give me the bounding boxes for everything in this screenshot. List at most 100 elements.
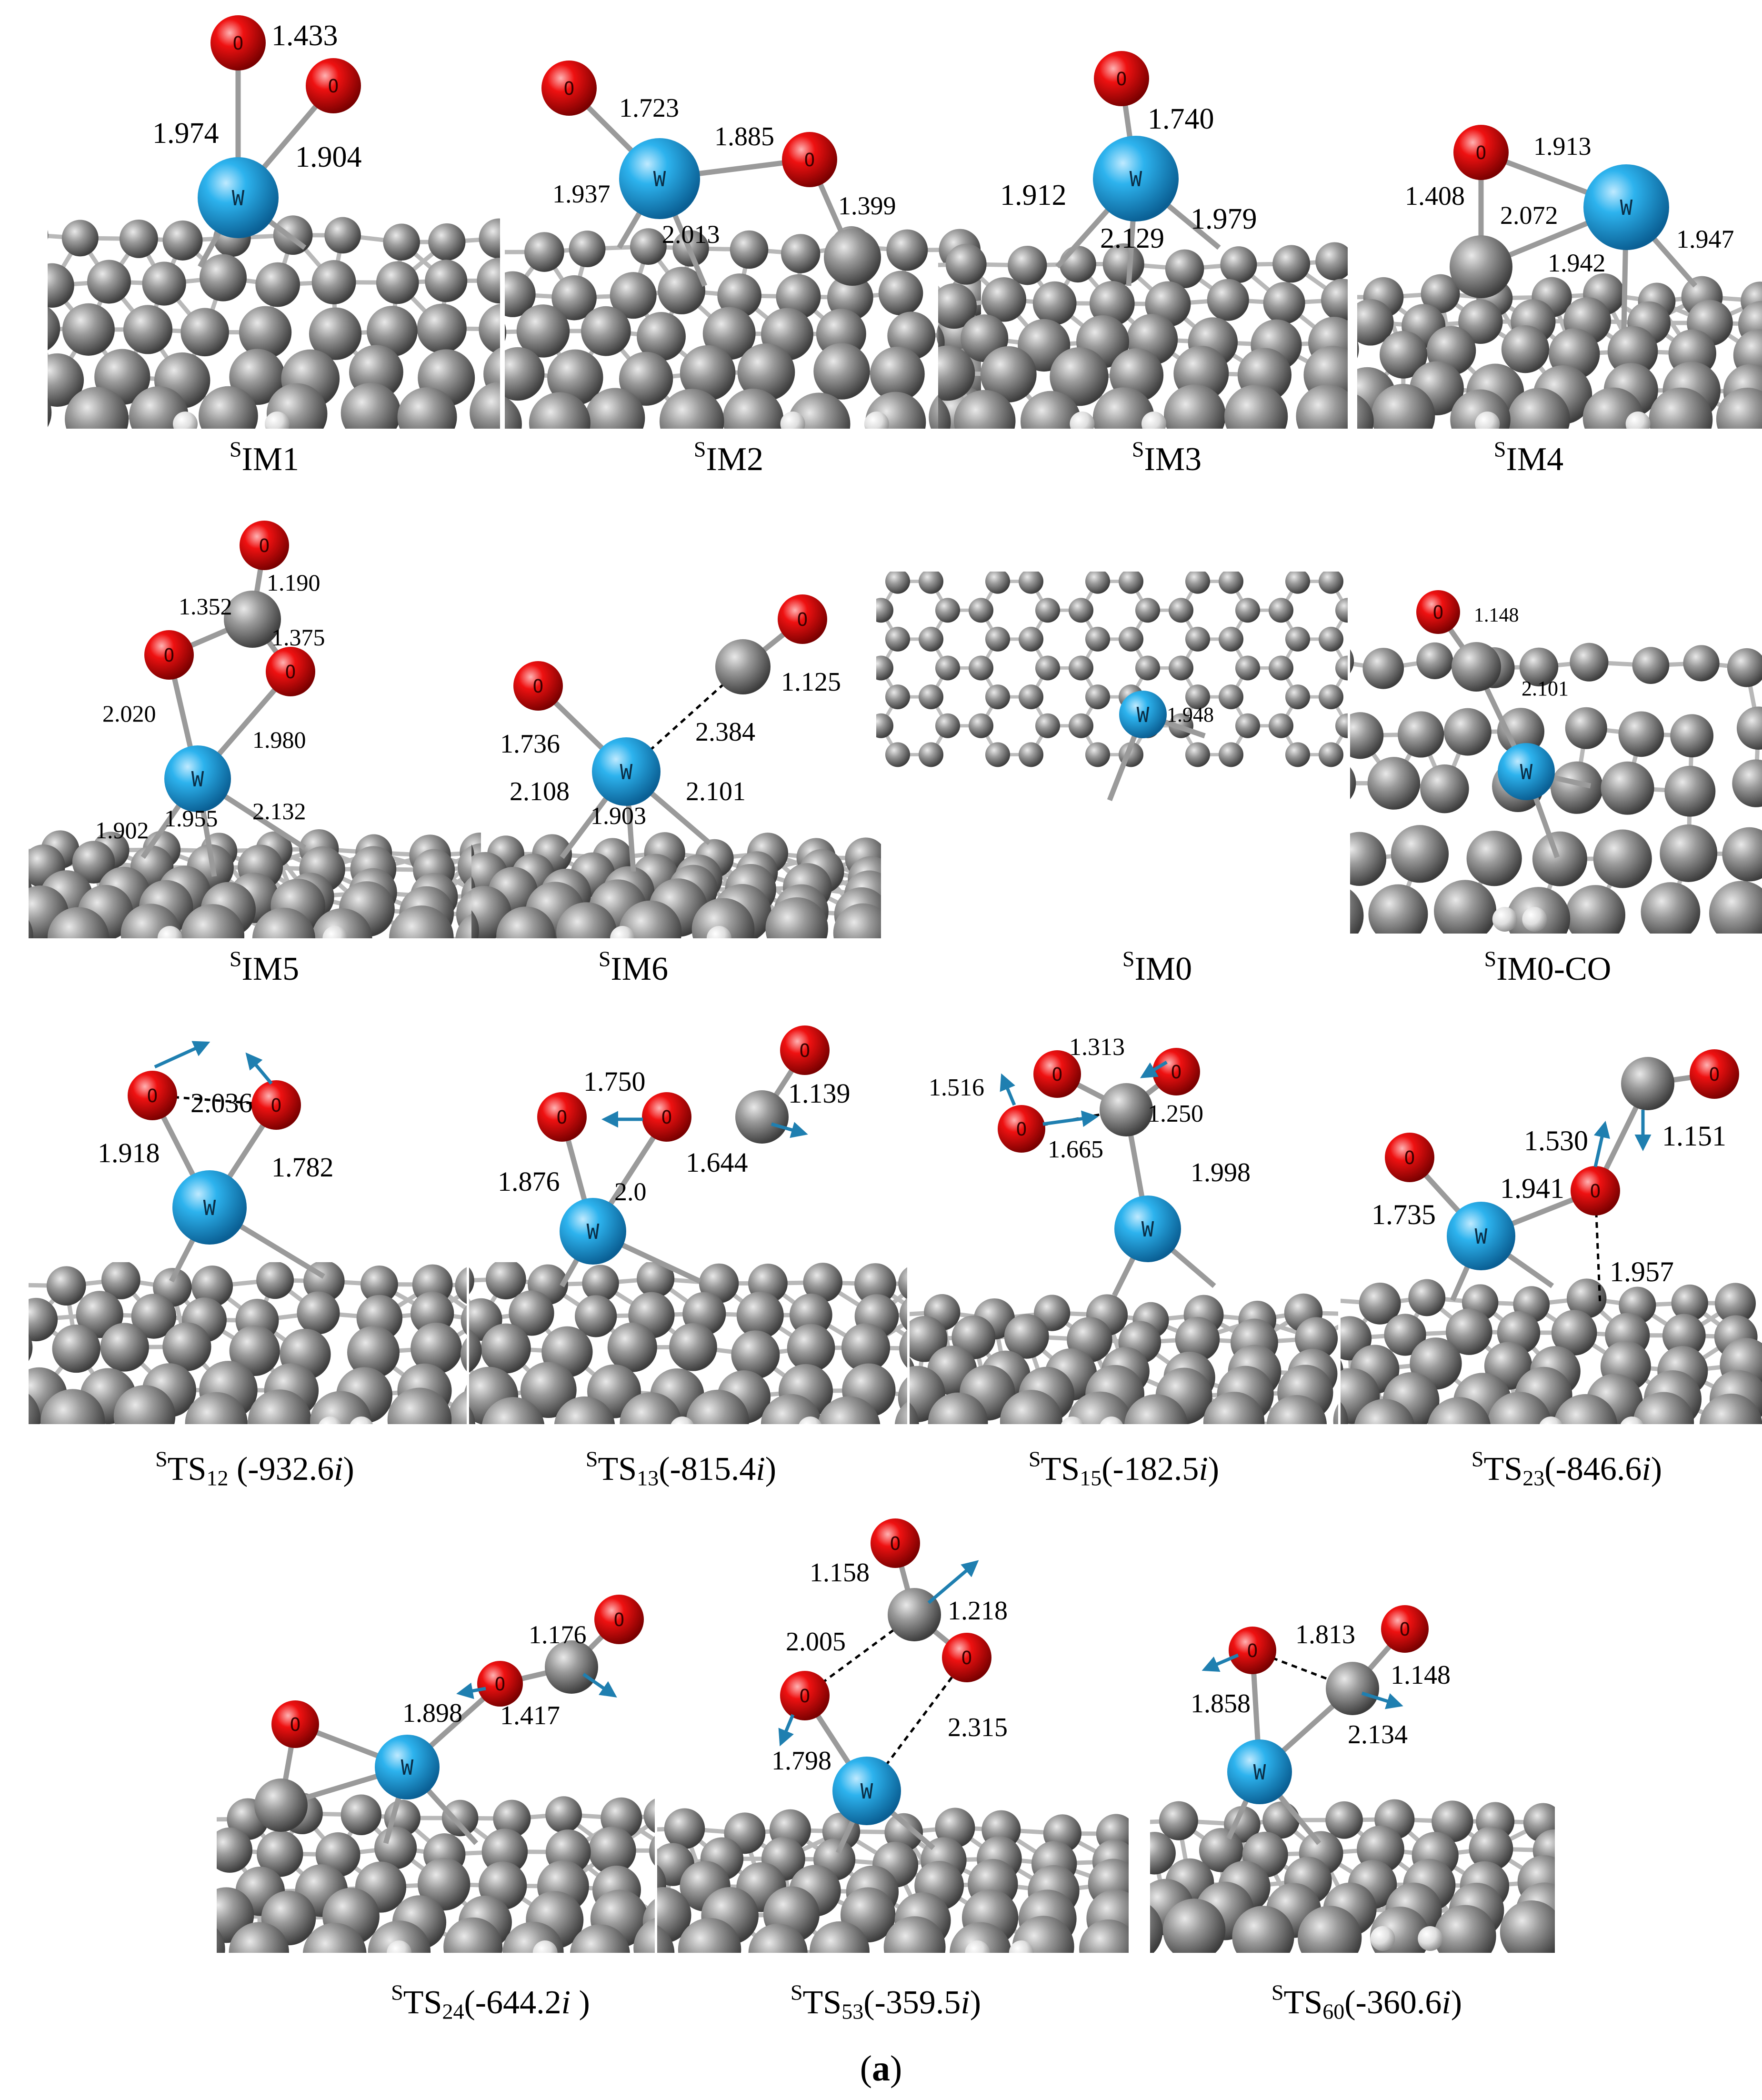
carbon-atom bbox=[898, 1267, 907, 1300]
oxygen-atom-label: O bbox=[271, 1095, 282, 1116]
carbon-atom bbox=[1263, 282, 1305, 324]
carbon-atom bbox=[217, 1827, 252, 1873]
oxygen-atom bbox=[1381, 1605, 1429, 1653]
bond-length-label: 2.036 bbox=[190, 1087, 253, 1118]
carbon-atom bbox=[417, 303, 467, 353]
carbon-atom bbox=[620, 1392, 682, 1424]
tungsten-atom bbox=[172, 1170, 247, 1245]
carbon-atom bbox=[505, 347, 545, 401]
tungsten-atom bbox=[1447, 1202, 1515, 1270]
carbon-atom bbox=[410, 1322, 462, 1374]
carbon-atom bbox=[1069, 655, 1093, 681]
oxygen-atom bbox=[1690, 1049, 1739, 1099]
carbon-atom bbox=[854, 1263, 896, 1305]
carbon-atom bbox=[52, 1324, 100, 1373]
carbon-atom bbox=[255, 262, 300, 307]
graphene-sheet bbox=[217, 1793, 655, 1953]
carbon-atom bbox=[180, 308, 229, 357]
carbon-atom bbox=[1164, 384, 1226, 429]
carbon-atom bbox=[1219, 742, 1243, 767]
bond-length-label: 1.408 bbox=[1405, 181, 1465, 211]
bond-length-label: 1.937 bbox=[552, 180, 611, 208]
hydrogen-atom bbox=[1620, 1417, 1643, 1424]
carbon-atom bbox=[496, 906, 556, 938]
caption-IM4: SIM4 bbox=[1493, 437, 1564, 478]
carbon-atom bbox=[441, 1799, 479, 1837]
carbon-atom bbox=[1219, 572, 1243, 594]
cc-bond bbox=[791, 1422, 824, 1424]
vibration-vector-arrow bbox=[1042, 1110, 1099, 1127]
carbon-atom bbox=[1367, 757, 1421, 810]
graphene-sheet bbox=[29, 1262, 467, 1424]
carbon-atom bbox=[1565, 885, 1625, 934]
carbon-atom bbox=[883, 1916, 946, 1953]
carbon-atom bbox=[1419, 684, 1443, 709]
bond-length-label: 1.885 bbox=[714, 122, 774, 151]
carbon-atom bbox=[29, 1334, 33, 1361]
carbon-atom bbox=[669, 1323, 717, 1371]
oxygen-atom bbox=[271, 1700, 319, 1748]
carbon-atom bbox=[835, 713, 860, 738]
carbon-atom bbox=[619, 352, 673, 406]
hydrogen-atom bbox=[864, 412, 889, 429]
hydrogen-atom bbox=[1418, 1926, 1443, 1951]
oxygen-atom-label: O bbox=[1052, 1064, 1063, 1085]
carbon-atom bbox=[1285, 626, 1310, 652]
hydrogen-atom bbox=[1009, 1940, 1034, 1953]
carbon-atom bbox=[765, 897, 828, 938]
bond-length-label: 1.902 bbox=[95, 817, 149, 844]
carbon-atom bbox=[900, 1298, 907, 1331]
vibration-vector-arrow bbox=[1140, 1060, 1168, 1078]
carbon-atom bbox=[1497, 708, 1545, 755]
hydrogen-atom bbox=[1070, 412, 1095, 429]
graphene-sheet bbox=[1341, 1278, 1762, 1424]
oxygen-atom bbox=[642, 1092, 691, 1142]
carbon-atom bbox=[1736, 706, 1762, 750]
carbon-atom bbox=[1269, 598, 1293, 623]
graphene-sheet bbox=[1150, 1799, 1555, 1953]
graphene-sheet bbox=[1357, 273, 1762, 429]
panel-TS15-surface bbox=[910, 1293, 1338, 1424]
tungsten-atom-label: W bbox=[1475, 1225, 1488, 1249]
bond-length-label: 1.530 bbox=[1524, 1125, 1588, 1156]
tungsten-atom-label: W bbox=[1137, 703, 1150, 727]
carbon-atom bbox=[569, 231, 606, 268]
hydrogen-atom bbox=[532, 1940, 558, 1953]
carbon-atom bbox=[545, 1796, 582, 1833]
carbon-atom bbox=[610, 272, 657, 319]
carbon-atom bbox=[657, 1925, 675, 1953]
tungsten-atom bbox=[198, 157, 279, 238]
carbon-atom bbox=[985, 572, 1010, 594]
carbon-atom bbox=[310, 1391, 371, 1424]
carbon-atom bbox=[1350, 712, 1384, 759]
carbon-atom bbox=[1469, 1827, 1513, 1871]
bond-length-label: 1.750 bbox=[583, 1066, 646, 1097]
carbon-atom bbox=[1607, 326, 1658, 377]
carbon-atom bbox=[1727, 648, 1762, 687]
carbon-atom bbox=[1384, 1314, 1426, 1356]
oxygen-atom bbox=[1416, 590, 1460, 634]
panel-TS12-surface bbox=[29, 1262, 467, 1424]
vibration-vector-arrow bbox=[245, 1052, 273, 1085]
oxygen-atom-label: O bbox=[1433, 602, 1444, 623]
carbon-atom bbox=[659, 389, 724, 429]
carbon-atom bbox=[1458, 299, 1503, 344]
bond-length-label: 1.218 bbox=[948, 1596, 1008, 1626]
carbon-atom bbox=[781, 234, 821, 273]
hydrogen-atom bbox=[387, 1940, 412, 1953]
carbon-atom bbox=[1427, 1397, 1491, 1424]
carbon-atom bbox=[551, 275, 597, 321]
oxygen-atom-label: O bbox=[290, 1714, 301, 1735]
oxygen-atom-label: O bbox=[1016, 1119, 1027, 1140]
carbon-atom bbox=[397, 387, 457, 429]
bond-length-label: 1.352 bbox=[179, 593, 232, 620]
carbon-atom bbox=[1235, 713, 1260, 738]
bond-length-label: 2.134 bbox=[1348, 1720, 1408, 1749]
carbon-atom bbox=[657, 1887, 691, 1943]
carbon-atom bbox=[199, 254, 247, 301]
carbon-atom bbox=[1135, 540, 1160, 565]
caption-IM6: SIM6 bbox=[598, 946, 669, 987]
carbon-atom bbox=[1207, 279, 1249, 321]
panel-TS53-surface bbox=[657, 1808, 1129, 1953]
carbon-atom bbox=[1419, 569, 1443, 594]
